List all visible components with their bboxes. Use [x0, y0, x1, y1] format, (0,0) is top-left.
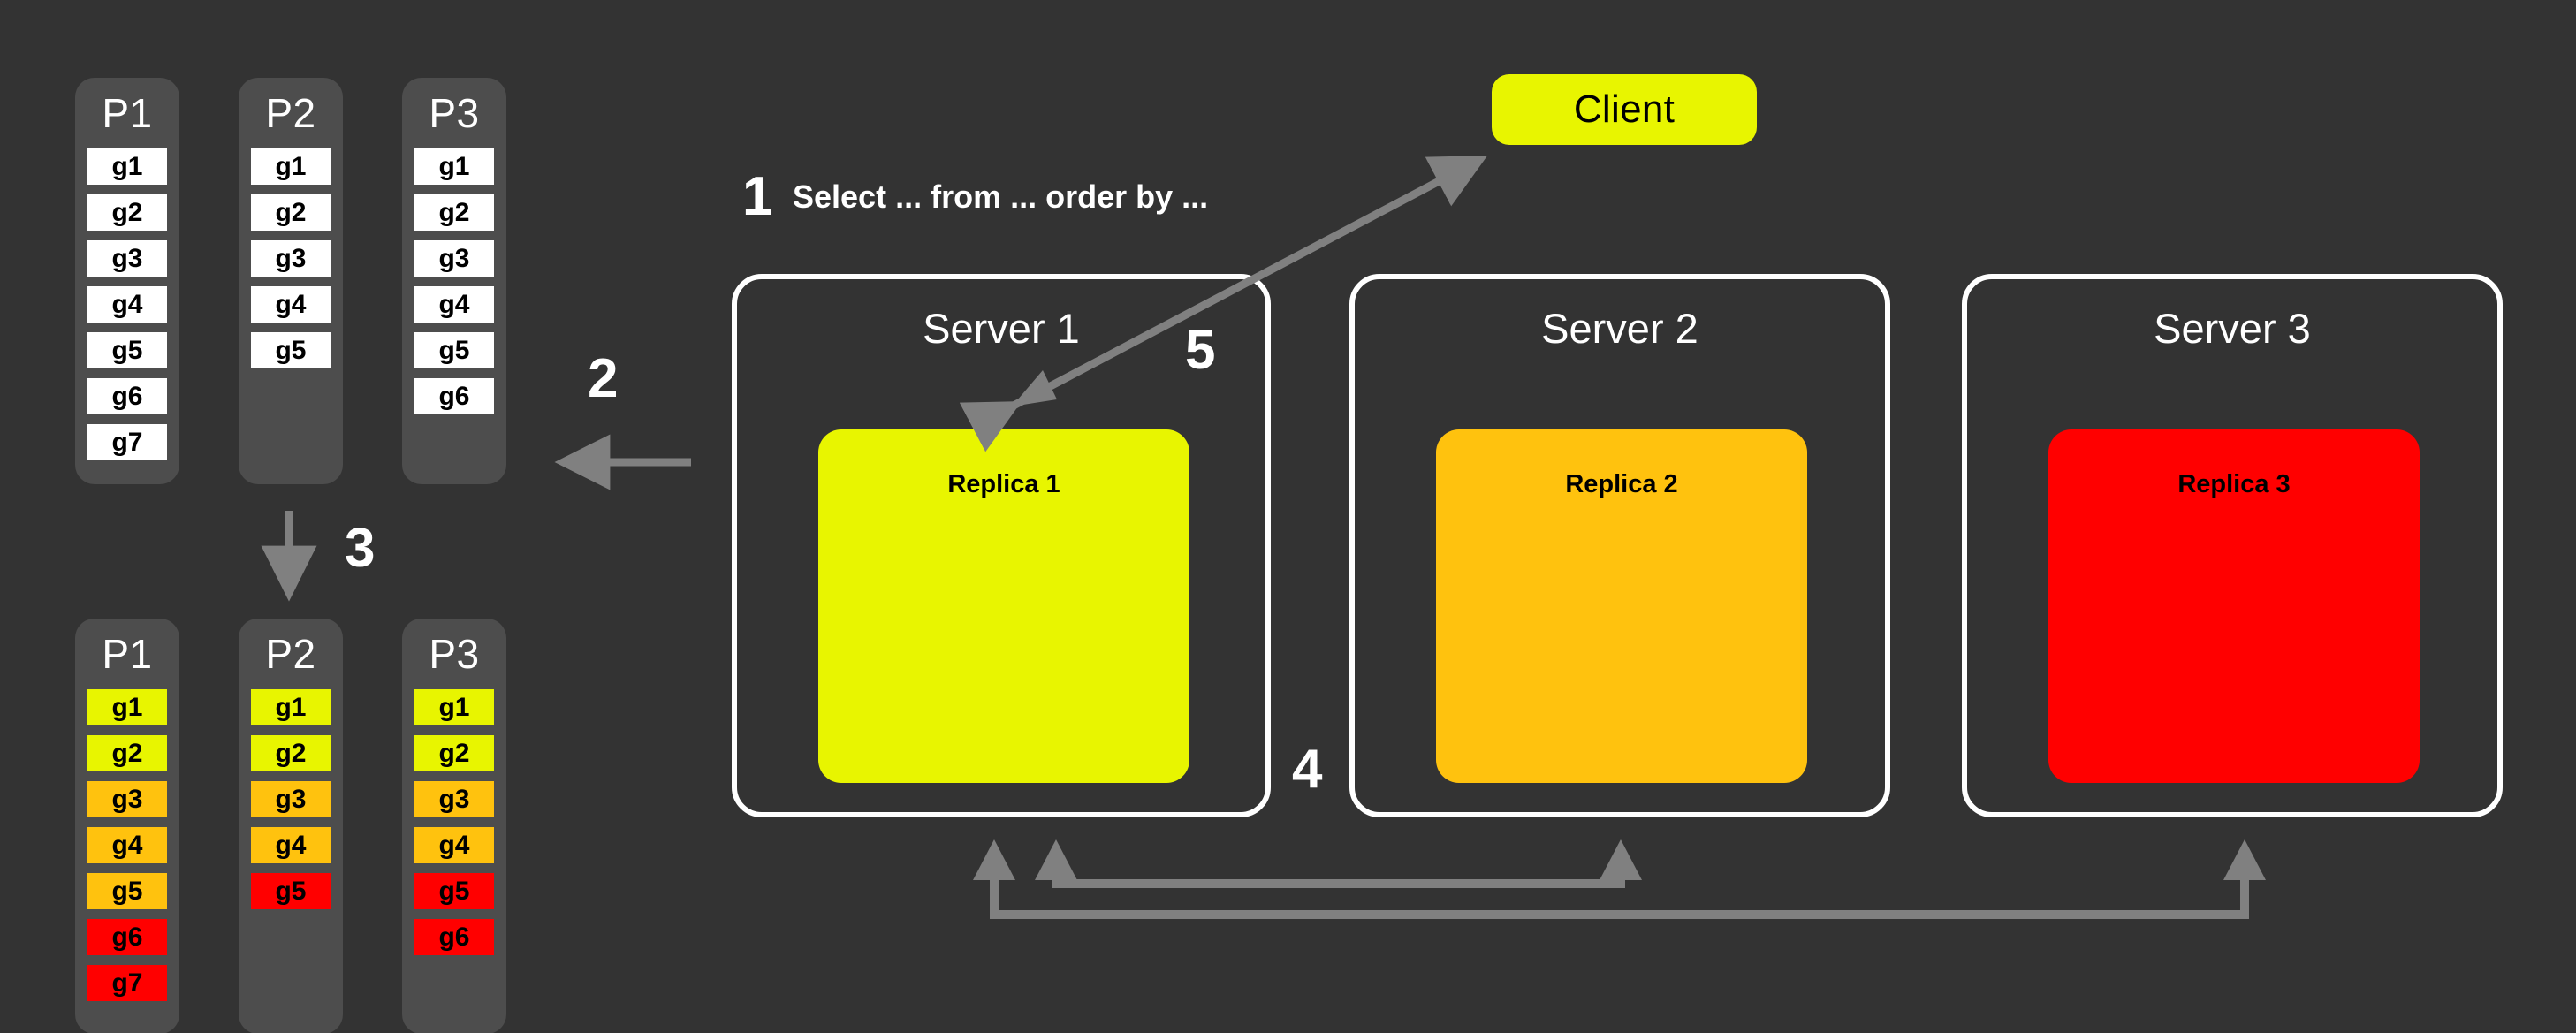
- partition-cell: g6: [414, 919, 494, 955]
- partition-title: P2: [265, 90, 316, 136]
- partition-cell: g6: [87, 919, 167, 955]
- step-label-4: 4: [1292, 739, 1323, 800]
- partition-title: P3: [429, 90, 480, 136]
- partition-cell: g1: [251, 689, 331, 725]
- partition-cell: g5: [414, 873, 494, 909]
- partition-title: P1: [102, 631, 153, 677]
- partition-cells: g1 g2 g3 g4 g5 g6 g7: [87, 689, 167, 1011]
- partition-cell: g6: [414, 378, 494, 414]
- partition-column-p2-after: P2 g1 g2 g3 g4 g5: [239, 619, 343, 1033]
- partition-cell: g7: [87, 424, 167, 460]
- partition-cell: g1: [414, 148, 494, 185]
- partition-cell: g2: [87, 194, 167, 231]
- partition-cell: g3: [87, 240, 167, 277]
- partition-cell: g5: [414, 332, 494, 368]
- partition-cell: g5: [251, 873, 331, 909]
- partition-cell: g3: [87, 781, 167, 817]
- partition-column-p2-before: P2 g1 g2 g3 g4 g5: [239, 78, 343, 484]
- partition-cell: g2: [251, 194, 331, 231]
- arrow-step-4-server3: [973, 839, 2266, 919]
- partition-column-p3-after: P3 g1 g2 g3 g4 g5 g6: [402, 619, 506, 1033]
- partition-column-p3-before: P3 g1 g2 g3 g4 g5 g6: [402, 78, 506, 484]
- client-box[interactable]: Client: [1492, 74, 1757, 145]
- step-label-3: 3: [345, 518, 376, 579]
- partition-cell: g4: [414, 827, 494, 863]
- partition-cell: g1: [87, 689, 167, 725]
- partition-cell: g2: [414, 194, 494, 231]
- server-panel-2[interactable]: Server 2 Replica 2: [1349, 274, 1890, 817]
- partition-cells: g1 g2 g3 g4 g5: [251, 148, 331, 378]
- step-label-5: 5: [1185, 320, 1216, 381]
- partition-cell: g1: [87, 148, 167, 185]
- partition-cell: g5: [87, 332, 167, 368]
- client-label: Client: [1573, 87, 1676, 131]
- step-label-1: 1: [742, 166, 773, 227]
- partition-cell: g7: [87, 965, 167, 1001]
- server-panel-3[interactable]: Server 3 Replica 3: [1962, 274, 2503, 817]
- replica-box-1[interactable]: Replica 1: [818, 429, 1189, 783]
- partition-cell: g3: [414, 240, 494, 277]
- partition-column-p1-before: P1 g1 g2 g3 g4 g5 g6 g7: [75, 78, 179, 484]
- partition-cell: g4: [87, 827, 167, 863]
- replica-box-2[interactable]: Replica 2: [1436, 429, 1807, 783]
- partition-cell: g1: [251, 148, 331, 185]
- replica-label: Replica 1: [947, 470, 1060, 498]
- partition-title: P1: [102, 90, 153, 136]
- arrow-step-4-server2: [1035, 839, 1642, 888]
- server-title: Server 3: [2154, 305, 2311, 352]
- partition-cell: g3: [251, 240, 331, 277]
- partition-cells: g1 g2 g3 g4 g5 g6: [414, 148, 494, 424]
- partition-cell: g4: [87, 286, 167, 323]
- step-caption-1: Select ... from ... order by ...: [793, 178, 1209, 215]
- partition-cell: g4: [251, 827, 331, 863]
- partition-cell: g3: [414, 781, 494, 817]
- partition-cell: g3: [251, 781, 331, 817]
- partition-cell: g5: [87, 873, 167, 909]
- server-title: Server 2: [1541, 305, 1698, 352]
- partition-cell: g4: [414, 286, 494, 323]
- partition-column-p1-after: P1 g1 g2 g3 g4 g5 g6 g7: [75, 619, 179, 1033]
- partition-cell: g2: [251, 735, 331, 771]
- server-panel-1[interactable]: Server 1 Replica 1: [732, 274, 1271, 817]
- partition-cell: g1: [414, 689, 494, 725]
- replica-label: Replica 3: [2177, 470, 2291, 498]
- step-label-2: 2: [588, 348, 619, 409]
- partition-cell: g2: [414, 735, 494, 771]
- replica-label: Replica 2: [1565, 470, 1678, 498]
- partition-cell: g6: [87, 378, 167, 414]
- partition-cell: g2: [87, 735, 167, 771]
- partition-title: P2: [265, 631, 316, 677]
- partition-cell: g5: [251, 332, 331, 368]
- partition-title: P3: [429, 631, 480, 677]
- partition-cells: g1 g2 g3 g4 g5: [251, 689, 331, 919]
- partition-cells: g1 g2 g3 g4 g5 g6 g7: [87, 148, 167, 470]
- partition-cell: g4: [251, 286, 331, 323]
- replica-box-3[interactable]: Replica 3: [2048, 429, 2420, 783]
- partition-cells: g1 g2 g3 g4 g5 g6: [414, 689, 494, 965]
